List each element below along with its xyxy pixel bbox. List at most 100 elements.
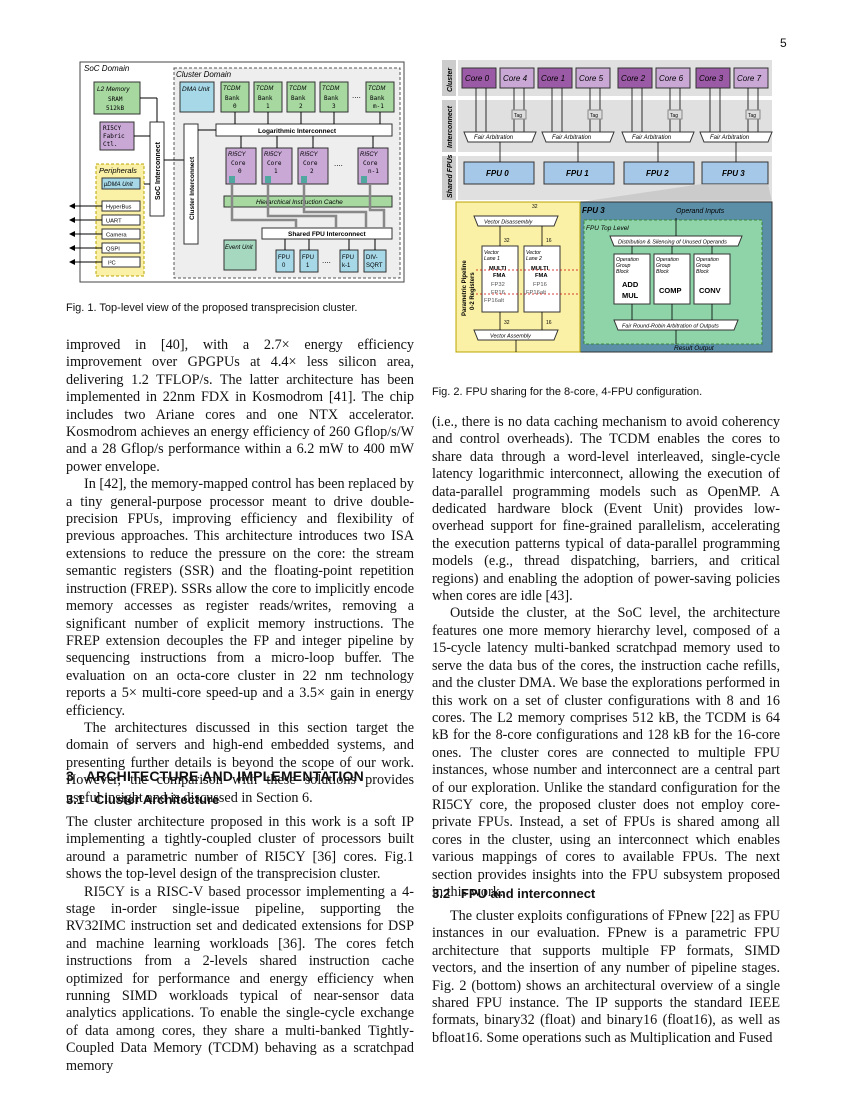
event-unit bbox=[223, 239, 257, 271]
fig2-cluster-label: Cluster bbox=[447, 67, 454, 92]
fair-arb-2-label: Fair Arbitration bbox=[632, 135, 672, 141]
op-group-conv bbox=[693, 253, 731, 305]
tcdm-3-num: 3 bbox=[332, 103, 336, 110]
pipeline-label: Parametric Pipeline bbox=[462, 260, 468, 316]
core-1-core: Core bbox=[267, 160, 282, 167]
dist-silence-label: Distribution & Silencing of Unused Opera… bbox=[618, 240, 727, 246]
fabric-line-1: RI5CY bbox=[103, 125, 121, 132]
tcdm-bank-1 bbox=[253, 81, 283, 113]
core-0-num: 0 bbox=[238, 168, 242, 175]
fair-arb-0-label: Fair Arbitration bbox=[474, 135, 514, 141]
cluster-interconnect-label: Cluster Interconnect bbox=[189, 156, 196, 220]
fair-arb-3 bbox=[699, 131, 773, 143]
left-paragraph-1: improved in [40], with a 2.7× energy eff… bbox=[66, 337, 414, 475]
lane1-op-fma: FMA bbox=[493, 273, 506, 279]
fair-arb-3-label: Fair Arbitration bbox=[710, 135, 750, 141]
udma-unit: μDMA Unit bbox=[103, 182, 133, 188]
right-paragraph-1: (i.e., there is no data caching mechanis… bbox=[432, 414, 780, 605]
fig2-fpu-2 bbox=[623, 161, 695, 185]
peripherals-label: Peripherals bbox=[99, 166, 137, 175]
right-paragraph-2: Outside the cluster, at the SoC level, t… bbox=[432, 605, 780, 900]
lane2-op-fma: FMA bbox=[535, 273, 548, 279]
tcdm-bank-m1 bbox=[365, 81, 395, 113]
figure-1-caption: Fig. 1. Top-level view of the proposed t… bbox=[66, 302, 358, 314]
tag-1: Tag bbox=[514, 113, 522, 119]
l2-memory-size: 512kB bbox=[106, 105, 124, 112]
event-unit-label: Event Unit bbox=[225, 245, 253, 251]
ri5cy-core-1 bbox=[261, 147, 293, 185]
left-column: improved in [40], with a 2.7× energy eff… bbox=[66, 337, 414, 807]
core-0-title: RI5CY bbox=[228, 152, 247, 158]
lane2-op-fp16alt: FP16alt bbox=[526, 290, 546, 296]
icache-label: Hierarchical Instruction Cache bbox=[256, 199, 343, 206]
vector-lane-1 bbox=[481, 245, 519, 313]
opg0-l2: Group bbox=[616, 263, 631, 269]
divsqrt-b: SQRT bbox=[366, 263, 383, 269]
tag-4: Tag bbox=[748, 113, 756, 119]
fpuk-b: k-1 bbox=[342, 263, 351, 269]
opg2-l2: Group bbox=[696, 263, 711, 269]
fig2-core-7-label: Core 7 bbox=[737, 74, 762, 83]
tcdm-3-title: TCDM bbox=[322, 86, 339, 92]
instruction-cache bbox=[223, 195, 393, 208]
core-1-num: 1 bbox=[274, 168, 278, 175]
dma-unit bbox=[179, 81, 215, 113]
core-2-title: RI5CY bbox=[300, 152, 319, 158]
fabric-line-3: Ctl. bbox=[103, 141, 117, 148]
left-paragraph-2: In [42], the memory-mapped control has b… bbox=[66, 476, 414, 719]
fig2-fpu-0-label: FPU 0 bbox=[486, 169, 509, 178]
tcdm-m1-bank: Bank bbox=[370, 95, 385, 102]
fig2-core-5 bbox=[575, 67, 611, 89]
fabric-line-2: Fabric bbox=[103, 133, 125, 140]
lane1-out-width: 32 bbox=[504, 320, 510, 326]
lane2-op-fp16: FP16 bbox=[533, 282, 547, 288]
tcdm-0-num: 0 bbox=[233, 103, 237, 110]
right-column: (i.e., there is no data caching mechanis… bbox=[432, 414, 780, 901]
fig2-core-2 bbox=[617, 67, 653, 89]
tcdm-0-bank: Bank bbox=[225, 95, 240, 102]
fpu-ellipsis: .... bbox=[322, 256, 331, 265]
core-2-core: Core bbox=[303, 160, 318, 167]
tcdm-2-title: TCDM bbox=[289, 86, 306, 92]
core-n1-core: Core bbox=[363, 160, 378, 167]
fig2-core-0-label: Core 0 bbox=[465, 74, 490, 83]
opg0-l1: Operation bbox=[616, 257, 639, 263]
periph-i2c: I²C bbox=[108, 261, 116, 267]
lane2-out-width: 16 bbox=[546, 320, 552, 326]
tcdm-1-title: TCDM bbox=[256, 86, 273, 92]
cluster-domain-label: Cluster Domain bbox=[176, 70, 232, 79]
figure-2-diagram: Cluster Interconnect Shared FPUs Core 0 … bbox=[442, 60, 773, 353]
op-conv: CONV bbox=[699, 286, 721, 295]
fig2-core-3-label: Core 3 bbox=[699, 74, 724, 83]
left-paragraph-3: The architectures discussed in this sect… bbox=[66, 719, 414, 806]
pipeline-label2: 0-2 Registers bbox=[470, 272, 476, 310]
tcdm-bank-0 bbox=[220, 81, 250, 113]
fpu3-detail-label: FPU 3 bbox=[582, 206, 605, 215]
fpu0-a: FPU bbox=[278, 255, 290, 261]
core-2-num: 2 bbox=[310, 168, 314, 175]
fig2-core-0 bbox=[461, 67, 497, 89]
left-paragraph-5: RI5CY is a RISC-V based processor implem… bbox=[66, 883, 414, 1074]
cluster-interconnect bbox=[183, 123, 199, 245]
figure-2-caption: Fig. 2. FPU sharing for the 8-core, 4-FP… bbox=[432, 386, 703, 398]
fair-arb-1 bbox=[541, 131, 615, 143]
lane1-l1: Vector bbox=[484, 250, 499, 256]
width-32-top: 32 bbox=[532, 204, 538, 210]
tcdm-1-bank: Bank bbox=[258, 95, 273, 102]
periph-hyperbus: HyperBus bbox=[106, 205, 132, 211]
op-group-addmul bbox=[613, 253, 651, 305]
fig2-core-6 bbox=[655, 67, 691, 89]
fig2-fpu-0 bbox=[463, 161, 535, 185]
log-interconnect-label: Logarithmic Interconnect bbox=[258, 128, 337, 135]
vector-disassembly-label: Vector Disassembly bbox=[484, 220, 534, 226]
fig2-fpu-1-label: FPU 1 bbox=[566, 169, 589, 178]
right-column-lower: The cluster exploits configurations of F… bbox=[432, 908, 780, 1047]
ri5cy-core-0 bbox=[225, 147, 257, 185]
fig2-core-7 bbox=[733, 67, 769, 89]
fair-arb-1-label: Fair Arbitration bbox=[552, 135, 592, 141]
fig2-core-4 bbox=[499, 67, 535, 89]
shared-fpu-interconnect bbox=[261, 227, 393, 240]
lane2-op-multi: MULTI bbox=[531, 266, 549, 272]
ri5cy-fabric-ctl bbox=[99, 121, 135, 151]
result-output-label: Result Output bbox=[674, 345, 715, 352]
